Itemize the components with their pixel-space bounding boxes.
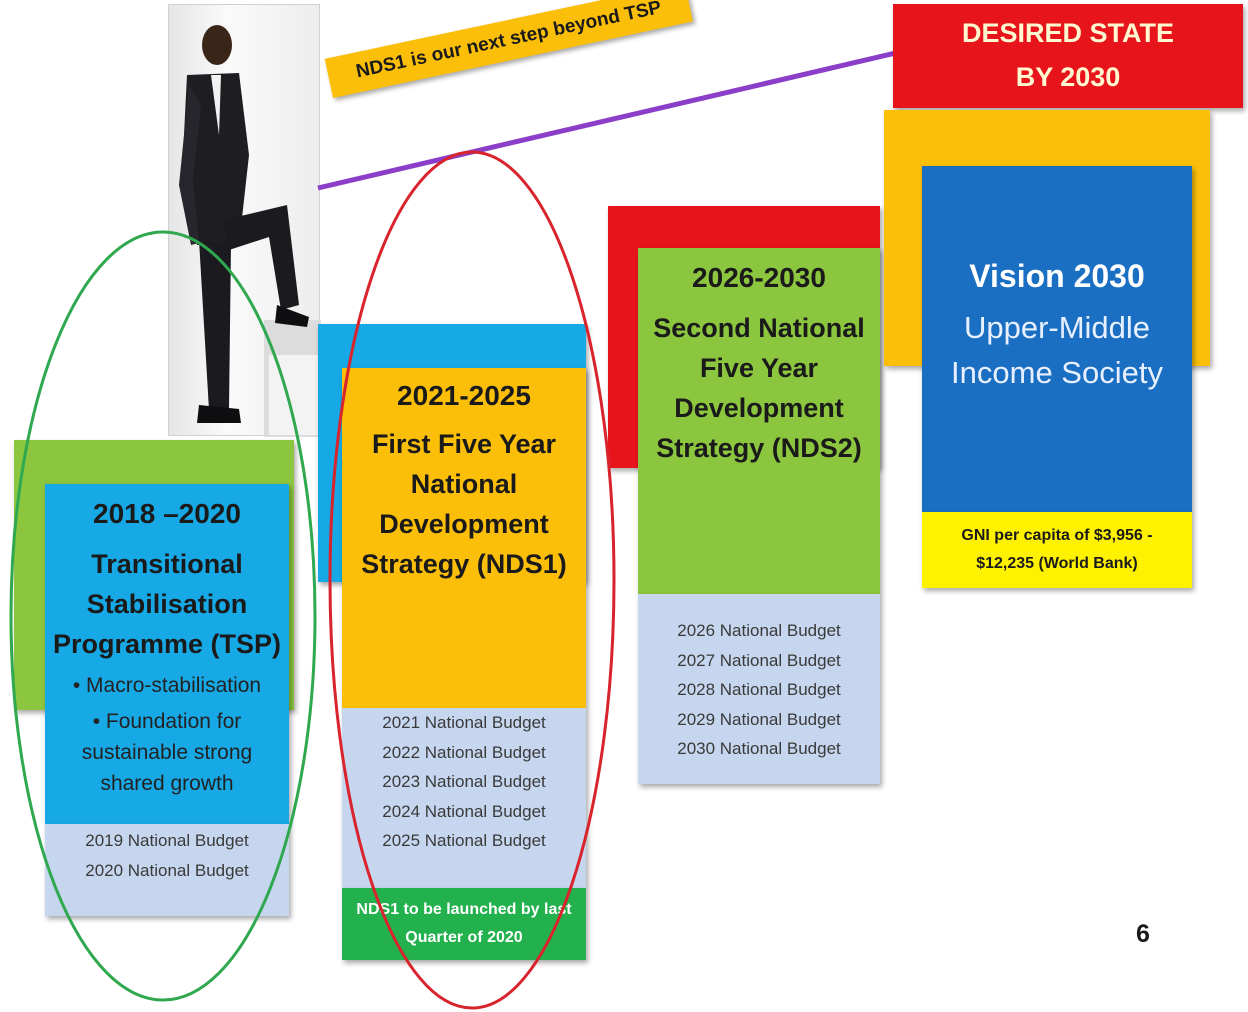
- nds1-title: First Five Year National Development Str…: [361, 429, 567, 579]
- budget-item: 2027 National Budget: [677, 650, 841, 670]
- person-climbing-stairs-image: [168, 4, 321, 437]
- tsp-budget-list: 2019 National Budget 2020 National Budge…: [45, 824, 289, 916]
- nds1-years: 2021-2025: [397, 380, 531, 411]
- budget-item: 2025 National Budget: [382, 831, 546, 850]
- vision-gni-note-text: GNI per capita of $3,956 - $12,235 (Worl…: [961, 527, 1153, 572]
- nds2-budget-list: 2026 National Budget 2027 National Budge…: [638, 594, 880, 784]
- budget-item: 2023 National Budget: [382, 772, 546, 791]
- budget-item: 2019 National Budget: [85, 831, 249, 850]
- tsp-highlight-ellipse: [9, 230, 317, 1002]
- budget-item: 2026 National Budget: [677, 621, 841, 640]
- budget-item: 2020 National Budget: [85, 860, 249, 880]
- budget-item: 2022 National Budget: [382, 742, 546, 762]
- arrow-line: [317, 49, 901, 191]
- nds2-years: 2026-2030: [692, 262, 826, 293]
- desired-state-line2: BY 2030: [1015, 62, 1121, 92]
- nds1-launch-note-text: NDS1 to be launched by last Quarter of 2…: [356, 901, 572, 946]
- nds2-main-block: 2026-2030 Second National Five Year Deve…: [638, 248, 880, 594]
- vision-main-block: Vision 2030 Upper-Middle Income Society: [922, 166, 1192, 512]
- tsp-bullet-1: • Macro-stabilisation: [72, 674, 262, 697]
- tsp-main-block: 2018 –2020 Transitional Stabilisation Pr…: [45, 484, 289, 824]
- vision-gni-note: GNI per capita of $3,956 - $12,235 (Worl…: [922, 512, 1192, 588]
- nds1-highlight-ellipse: [328, 150, 616, 1010]
- nds2-title: Second National Five Year Development St…: [653, 313, 865, 463]
- desired-state-banner: DESIRED STATE BY 2030: [893, 4, 1243, 108]
- tsp-bullet-2: • Foundation for sustainable strong shar…: [81, 710, 253, 795]
- tsp-years: 2018 –2020: [93, 498, 241, 529]
- page-number: 6: [1136, 920, 1150, 948]
- vision-title: Vision 2030: [969, 258, 1145, 294]
- budget-item: 2030 National Budget: [677, 739, 841, 758]
- budget-item: 2024 National Budget: [382, 801, 546, 821]
- budget-item: 2021 National Budget: [382, 713, 546, 732]
- budget-item: 2028 National Budget: [677, 680, 841, 699]
- nds1-budget-list: 2021 National Budget 2022 National Budge…: [342, 708, 586, 888]
- nds1-main-block: 2021-2025 First Five Year National Devel…: [342, 368, 586, 708]
- vision-subtitle: Upper-Middle Income Society: [951, 310, 1163, 390]
- tsp-title: Transitional Stabilisation Programme (TS…: [52, 549, 282, 659]
- desired-state-line1: DESIRED STATE: [961, 18, 1175, 48]
- budget-item: 2029 National Budget: [677, 709, 841, 729]
